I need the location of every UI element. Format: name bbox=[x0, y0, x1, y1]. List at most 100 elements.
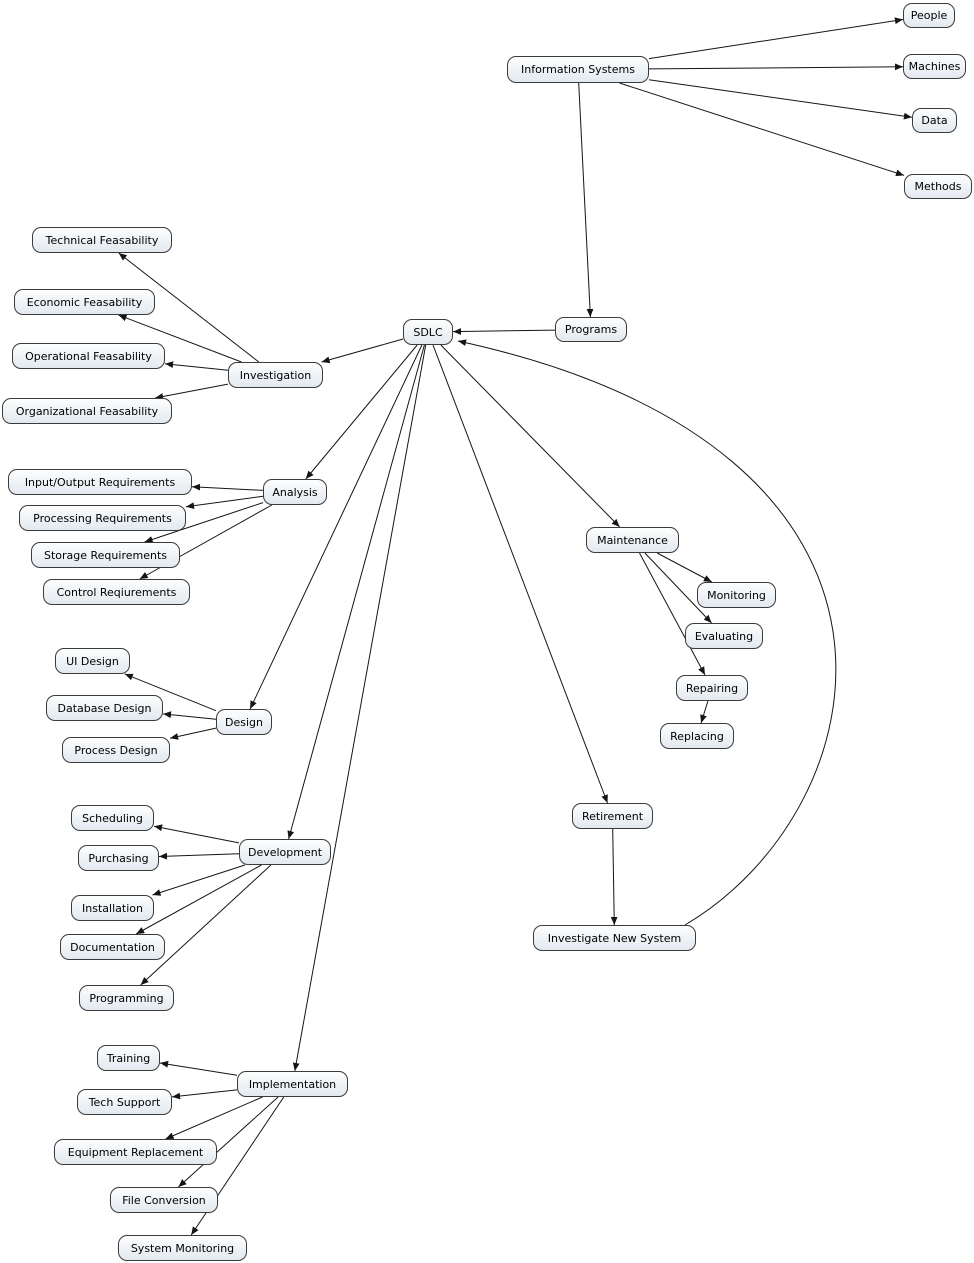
edge-implementation-sys-mon bbox=[190, 1096, 285, 1236]
edge-sdlc-development bbox=[287, 344, 425, 840]
node-label: Design bbox=[225, 715, 263, 729]
edge-development-documentation bbox=[135, 864, 262, 935]
edge-design-db-design bbox=[162, 711, 217, 720]
edge-info-systems-methods bbox=[619, 82, 905, 177]
edge-repairing-replacing bbox=[700, 700, 709, 724]
node-io-req: Input/Output Requirements bbox=[8, 469, 192, 495]
edge-analysis-io-req bbox=[191, 483, 264, 491]
node-ui-design: UI Design bbox=[55, 648, 130, 674]
node-label: Investigation bbox=[239, 368, 312, 382]
node-label: Maintenance bbox=[597, 533, 668, 547]
edge-implementation-equip-repl bbox=[165, 1096, 263, 1140]
node-stor-req: Storage Requirements bbox=[31, 542, 180, 568]
node-label: Monitoring bbox=[707, 588, 766, 602]
node-design: Design bbox=[216, 709, 272, 735]
node-scheduling: Scheduling bbox=[71, 805, 154, 831]
edge-design-process-design bbox=[169, 727, 217, 740]
node-evaluating: Evaluating bbox=[685, 623, 763, 649]
node-info-systems: Information Systems bbox=[507, 56, 649, 83]
edge-development-scheduling bbox=[153, 824, 240, 844]
edge-info-systems-programs bbox=[578, 82, 594, 318]
edge-development-programming bbox=[140, 864, 272, 986]
node-file-conv: File Conversion bbox=[110, 1187, 218, 1213]
node-econ-feas: Economic Feasability bbox=[14, 289, 155, 315]
node-label: Economic Feasability bbox=[26, 295, 143, 309]
node-equip-repl: Equipment Replacement bbox=[54, 1139, 217, 1165]
node-label: Investigate New System bbox=[547, 931, 682, 945]
edge-analysis-stor-req bbox=[144, 502, 264, 543]
node-investigation: Investigation bbox=[228, 362, 323, 388]
node-monitoring: Monitoring bbox=[697, 582, 776, 608]
node-label: Programs bbox=[564, 323, 618, 336]
edge-sdlc-analysis bbox=[305, 344, 418, 480]
node-label: Tech Support bbox=[88, 1095, 161, 1109]
node-development: Development bbox=[239, 839, 331, 865]
edge-implementation-tech-support bbox=[171, 1089, 238, 1100]
node-programming: Programming bbox=[79, 985, 174, 1011]
node-machines: Machines bbox=[903, 54, 966, 79]
node-label: Storage Requirements bbox=[43, 548, 167, 562]
node-maintenance: Maintenance bbox=[586, 527, 679, 553]
edge-sdlc-implementation bbox=[292, 344, 427, 1072]
edge-invest-new-sdlc bbox=[457, 339, 837, 926]
node-invest-new: Investigate New System bbox=[533, 925, 696, 951]
node-db-design: Database Design bbox=[46, 695, 163, 721]
node-label: Retirement bbox=[581, 809, 644, 823]
node-people: People bbox=[903, 3, 955, 28]
node-implementation: Implementation bbox=[237, 1071, 348, 1097]
edge-retirement-invest-new bbox=[610, 828, 618, 926]
node-replacing: Replacing bbox=[660, 723, 734, 749]
node-label: Organizational Feasability bbox=[15, 404, 159, 418]
node-label: Implementation bbox=[248, 1077, 337, 1091]
node-label: Process Design bbox=[74, 743, 158, 757]
node-label: Processing Requirements bbox=[33, 511, 172, 525]
edge-maintenance-evaluating bbox=[644, 552, 712, 624]
edge-info-systems-data bbox=[648, 79, 913, 120]
node-programs: Programs bbox=[555, 317, 627, 342]
edge-implementation-file-conv bbox=[178, 1096, 279, 1188]
node-label: UI Design bbox=[66, 654, 119, 668]
edge-analysis-proc-req bbox=[185, 495, 264, 510]
node-label: File Conversion bbox=[122, 1193, 206, 1207]
node-process-design: Process Design bbox=[62, 737, 170, 763]
node-label: Control Reqiurements bbox=[56, 585, 177, 599]
node-retirement: Retirement bbox=[572, 803, 653, 829]
edge-design-ui-design bbox=[124, 673, 217, 712]
edge-info-systems-people bbox=[648, 17, 904, 60]
node-label: Information Systems bbox=[521, 63, 635, 76]
node-label: Machines bbox=[908, 60, 961, 73]
node-oper-feas: Operational Feasability bbox=[12, 343, 165, 369]
node-sdlc: SDLC bbox=[403, 319, 453, 345]
node-training: Training bbox=[97, 1045, 160, 1071]
node-label: Purchasing bbox=[88, 851, 149, 865]
node-label: Development bbox=[247, 845, 323, 859]
edge-sdlc-retirement bbox=[432, 344, 608, 804]
edge-sdlc-investigation bbox=[321, 338, 404, 364]
node-label: Scheduling bbox=[82, 811, 143, 825]
node-label: Methods bbox=[914, 180, 962, 193]
node-label: Data bbox=[921, 114, 948, 127]
edge-maintenance-monitoring bbox=[656, 552, 713, 583]
node-proc-req: Processing Requirements bbox=[19, 505, 186, 531]
node-methods: Methods bbox=[904, 174, 972, 199]
node-org-feas: Organizational Feasability bbox=[2, 398, 172, 424]
node-label: Programming bbox=[89, 991, 164, 1005]
node-data: Data bbox=[912, 108, 957, 133]
node-label: Analysis bbox=[272, 485, 318, 499]
node-label: Installation bbox=[82, 901, 143, 915]
node-sys-mon: System Monitoring bbox=[118, 1235, 247, 1261]
node-label: Equipment Replacement bbox=[67, 1145, 204, 1159]
node-documentation: Documentation bbox=[60, 934, 165, 960]
edge-info-systems-machines bbox=[648, 63, 904, 71]
edge-programs-sdlc bbox=[452, 328, 556, 335]
node-ctrl-req: Control Reqiurements bbox=[43, 579, 190, 605]
edge-sdlc-maintenance bbox=[440, 344, 621, 528]
node-label: System Monitoring bbox=[130, 1241, 235, 1255]
node-tech-feas: Technical Feasability bbox=[32, 227, 172, 253]
edge-sdlc-design bbox=[249, 344, 423, 710]
edge-investigation-org-feas bbox=[155, 383, 229, 400]
node-label: Input/Output Requirements bbox=[24, 475, 176, 489]
node-label: Database Design bbox=[57, 701, 152, 715]
